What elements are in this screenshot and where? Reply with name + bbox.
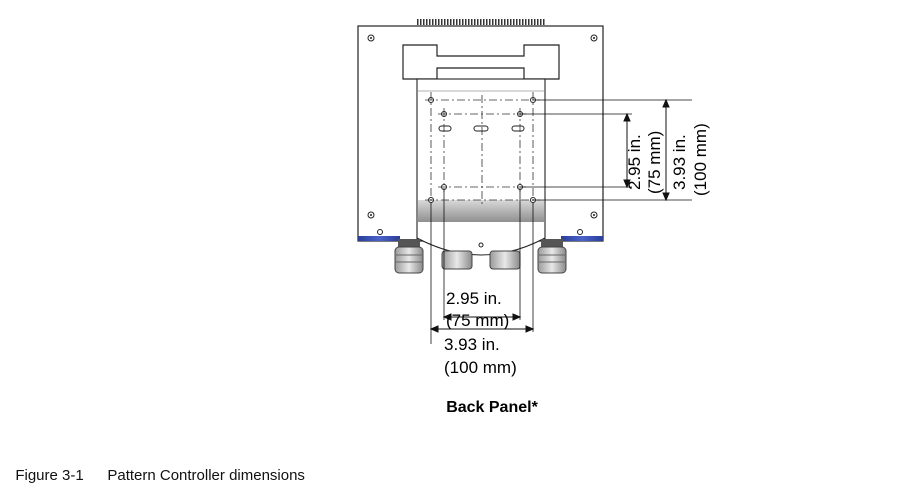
panel-title: Back Panel*: [446, 399, 538, 416]
screw-bottom-left: [367, 211, 375, 219]
figure-title: Pattern Controller dimensions: [107, 467, 305, 484]
back-panel-drawing: 2.95 in. (75 mm) 3.93 in. (100 mm) 2.95 …: [357, 19, 710, 416]
blue-strip-left: [358, 236, 400, 241]
cable-gland-left: [394, 239, 424, 274]
mounting-slots: [438, 125, 525, 132]
horizontal-outer-inches: 3.93 in.: [444, 335, 500, 354]
cable-gland-right: [537, 239, 567, 274]
horizontal-dimension-lines: [429, 313, 535, 333]
vertical-inner-inches: 2.95 in.: [625, 134, 644, 190]
vertical-dimension-lines: [623, 98, 670, 202]
figure-caption: Figure 3-1 Pattern Controller dimensions: [7, 450, 305, 484]
cable-gland-center-right: [489, 250, 521, 270]
vent-strip: [417, 19, 545, 25]
screw-bottom-right: [590, 211, 598, 219]
screw-top-left: [367, 34, 375, 42]
figure-number: Figure 3-1: [15, 467, 84, 484]
plate-shadow-band: [418, 200, 544, 222]
vertical-outer-inches: 3.93 in.: [670, 134, 689, 190]
blue-strip-right: [561, 236, 603, 241]
vertical-outer-mm: (100 mm): [691, 123, 710, 196]
cable-gland-center-left: [441, 250, 473, 270]
corner-screws: [377, 229, 583, 235]
horizontal-inner-mm: (75 mm): [446, 311, 509, 330]
vertical-inner-mm: (75 mm): [645, 131, 664, 194]
horizontal-extension-lines: [430, 190, 534, 344]
horizontal-outer-mm: (100 mm): [444, 358, 517, 377]
horizontal-inner-inches: 2.95 in.: [446, 289, 502, 308]
screw-top-right: [590, 34, 598, 42]
